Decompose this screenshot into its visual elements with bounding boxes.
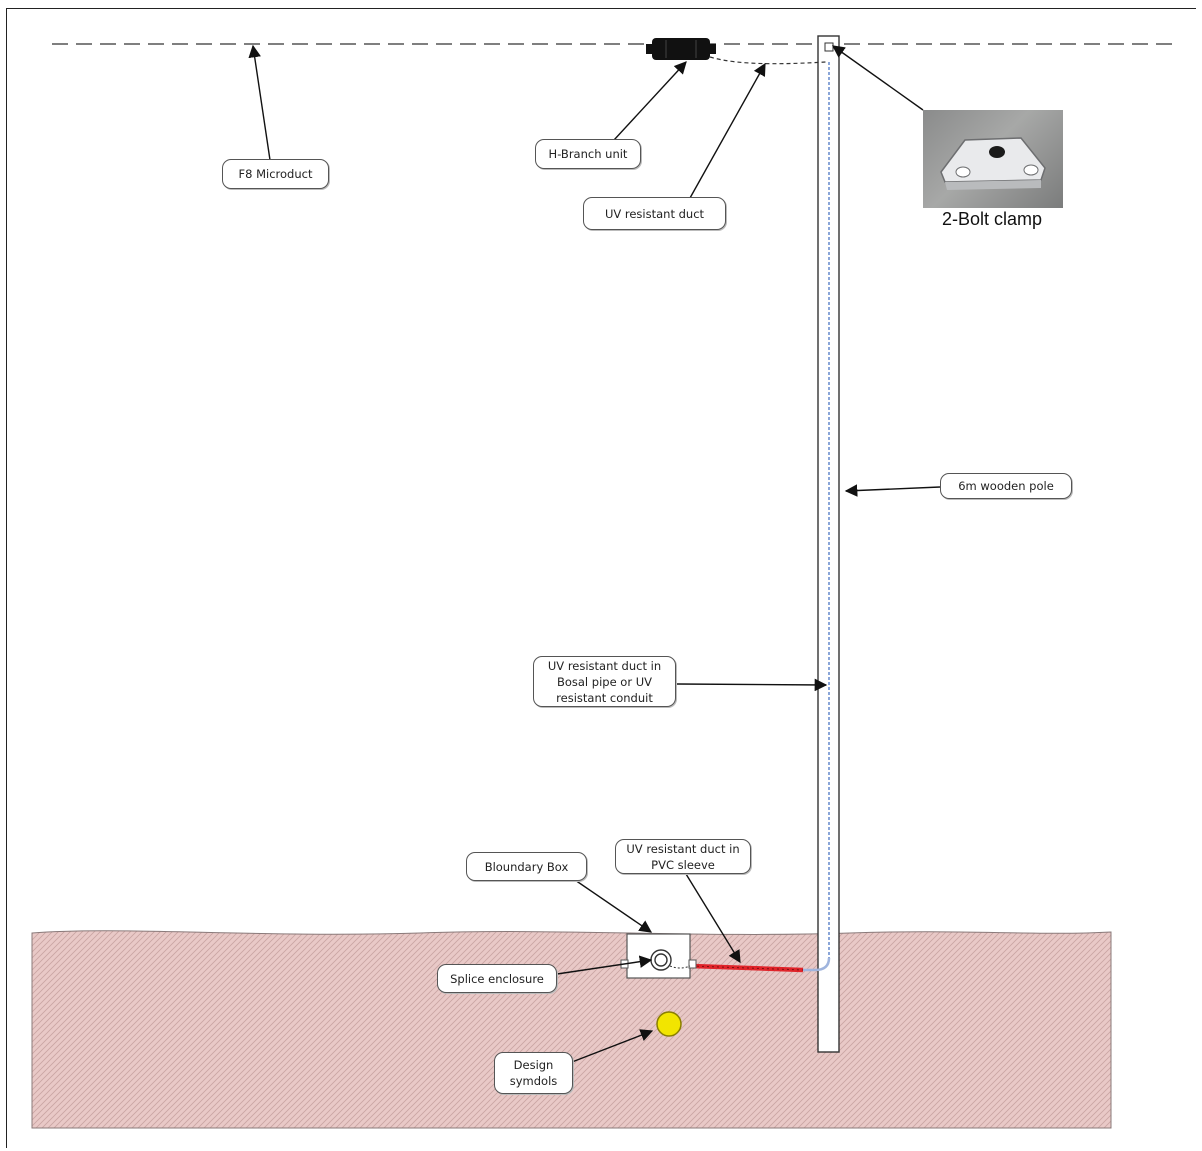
callout-wooden-pole: 6m wooden pole [940,473,1072,499]
callout-uv-duct-pvc: UV resistant duct in PVC sleeve [615,839,751,874]
bolt-clamp-photo [923,110,1063,208]
callout-uv-duct-bosal: UV resistant duct in Bosal pipe or UV re… [533,656,676,707]
arrow-f8-microduct [253,46,270,160]
arrow-h-branch [614,62,686,140]
arrow-wooden-pole [846,487,940,491]
callout-boundary-box: Bloundary Box [466,852,587,881]
callout-uv-resistant-duct: UV resistant duct [583,197,726,230]
design-symbol [657,1012,681,1036]
bolt-clamp-caption: 2-Bolt clamp [922,209,1062,230]
h-branch-unit [646,38,716,60]
arrow-uv-duct-bosal [677,684,826,685]
callout-design-symbols: Design symdols [494,1052,573,1094]
callout-splice-enclosure: Splice enclosure [437,964,557,993]
arrow-boundary-box [575,880,651,932]
arrow-uv-duct [690,64,765,198]
callout-f8-microduct: F8 Microduct [222,159,329,189]
arrow-bolt-clamp [833,46,923,110]
clamp-marker [825,43,833,51]
ground-area [32,931,1111,1128]
uv-duct-aerial [710,57,826,64]
splice-enclosure-symbol [651,950,671,970]
callout-h-branch-unit: H-Branch unit [535,139,641,169]
